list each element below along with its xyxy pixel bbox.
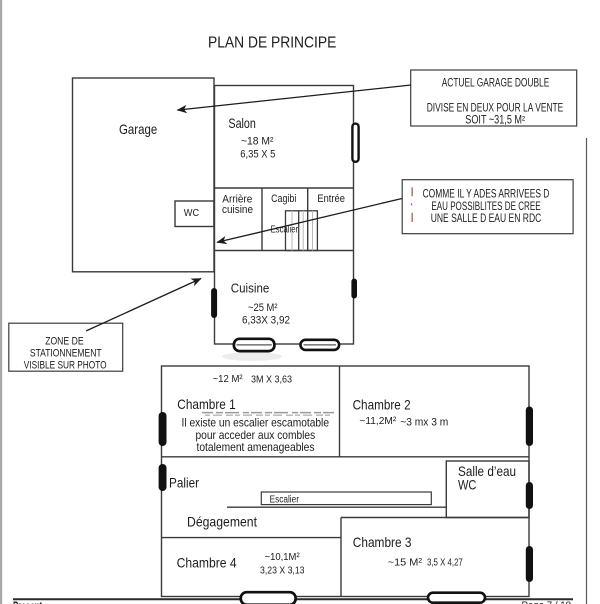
svg-text:ACTUEL GARAGE DOUBLE: ACTUEL GARAGE DOUBLE: [442, 78, 550, 90]
svg-text:totalement amenageables: totalement amenageables: [197, 440, 315, 454]
svg-text:Chambre 2: Chambre 2: [353, 397, 411, 413]
svg-text:~3 mx 3 m: ~3 mx 3 m: [400, 417, 448, 429]
svg-text:Cuisine: Cuisine: [231, 280, 269, 295]
svg-text:Cagibi: Cagibi: [271, 193, 296, 205]
svg-text:Present :: Present :: [13, 599, 47, 604]
svg-text:Page 7 / 18: Page 7 / 18: [522, 600, 572, 604]
svg-text:UNE SALLE D EAU EN RDC: UNE SALLE D EAU EN RDC: [431, 213, 542, 225]
svg-text:pour acceder aux combles: pour acceder aux combles: [196, 428, 316, 442]
svg-text:~10,1M²: ~10,1M²: [265, 551, 300, 563]
svg-text:Salle d’eau: Salle d’eau: [458, 463, 516, 479]
svg-text:ZONE DE: ZONE DE: [45, 335, 83, 347]
svg-text:Palier: Palier: [169, 475, 199, 491]
svg-text:Escalier: Escalier: [270, 495, 300, 506]
svg-text:~25 M²: ~25 M²: [248, 302, 278, 314]
svg-text:DIVISE EN DEUX POUR LA VENTE: DIVISE EN DEUX POUR LA VENTE: [427, 103, 564, 115]
svg-text:Garage: Garage: [119, 121, 157, 137]
svg-text:Entrée: Entrée: [317, 193, 345, 205]
svg-text:cuisine: cuisine: [222, 204, 253, 216]
svg-text:WC: WC: [184, 207, 200, 219]
svg-text:~12 M²: ~12 M²: [213, 373, 243, 385]
svg-text:Dégagement: Dégagement: [187, 514, 257, 530]
svg-text:3M X 3,63: 3M X 3,63: [251, 374, 292, 386]
svg-text:Salon: Salon: [228, 115, 256, 131]
svg-text:COMME IL Y ADES ARRIVEES D: COMME IL Y ADES ARRIVEES D: [423, 189, 550, 201]
svg-text:WC: WC: [458, 477, 476, 493]
svg-text:Arrière: Arrière: [222, 193, 252, 205]
svg-text:~11,2M²: ~11,2M²: [359, 415, 396, 427]
svg-text:6,33X 3,92: 6,33X 3,92: [242, 315, 290, 327]
svg-text:Chambre 4: Chambre 4: [177, 554, 237, 570]
svg-text:Il existe un escalier escamota: Il existe un escalier escamotable: [182, 416, 330, 430]
svg-text:PLAN DE PRINCIPE: PLAN DE PRINCIPE: [208, 35, 336, 52]
svg-text:~15 M²: ~15 M²: [388, 556, 423, 568]
svg-text:VISIBLE SUR PHOTO: VISIBLE SUR PHOTO: [24, 360, 107, 372]
svg-text:3,23 X 3,13: 3,23 X 3,13: [260, 564, 305, 576]
svg-text:6,35 X 5: 6,35 X 5: [240, 148, 275, 160]
svg-text:3,5 X 4,27: 3,5 X 4,27: [427, 556, 463, 568]
svg-text:Chambre 3: Chambre 3: [353, 534, 412, 550]
svg-text:Escalier: Escalier: [271, 224, 299, 235]
svg-text:Chambre 1: Chambre 1: [177, 396, 236, 412]
svg-text:EAU POSSIBLITES DE CREE: EAU POSSIBLITES DE CREE: [431, 201, 540, 213]
svg-text:~18 M²: ~18 M²: [241, 136, 274, 148]
svg-text:STATIONNEMENT: STATIONNEMENT: [30, 348, 102, 360]
svg-text:SOIT ~31,5 M²: SOIT ~31,5 M²: [465, 114, 525, 126]
